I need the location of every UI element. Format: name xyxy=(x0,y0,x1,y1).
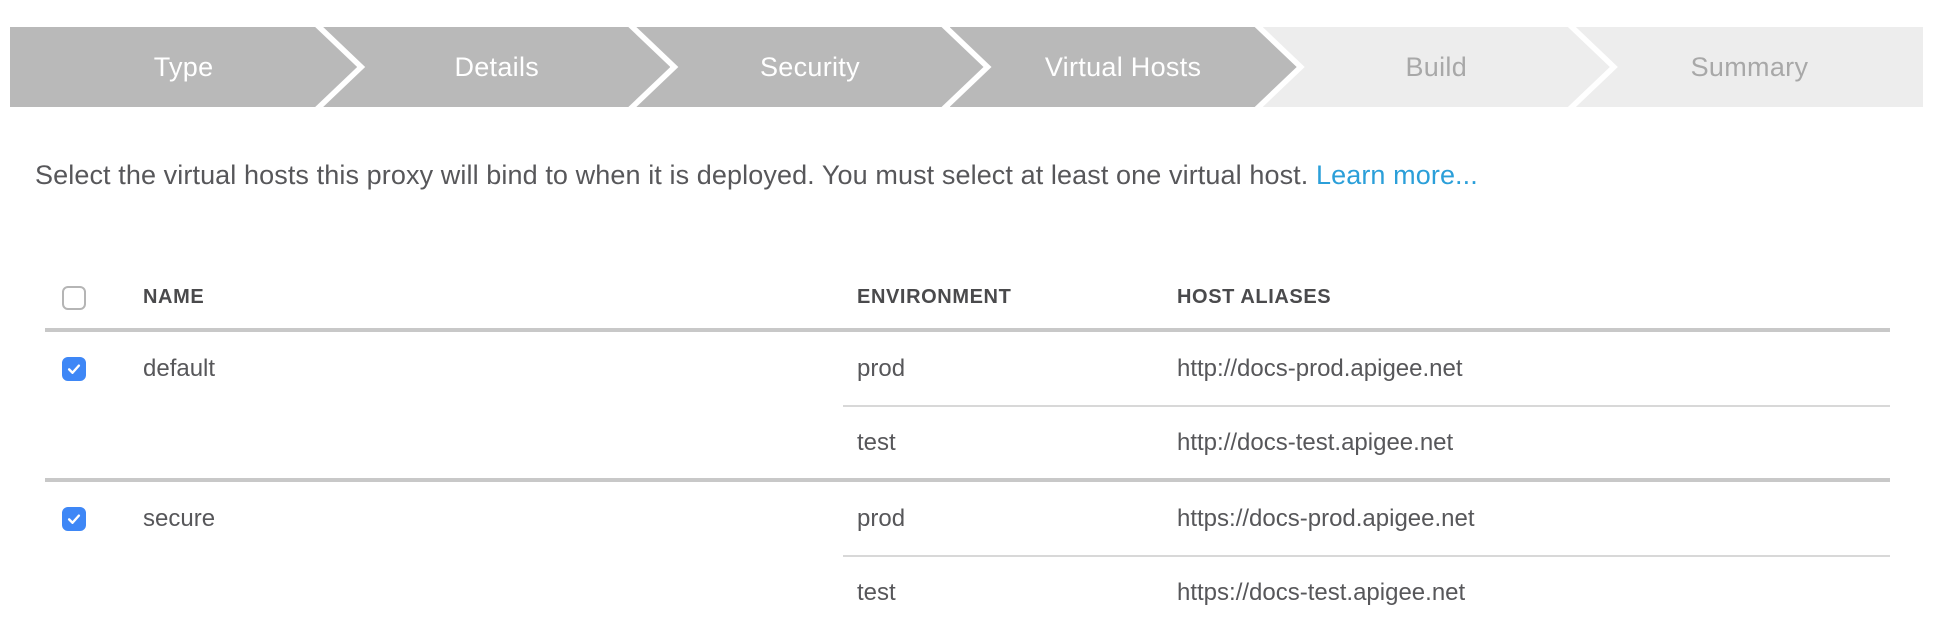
header-host-aliases-column: HOST ALIASES xyxy=(1163,286,1890,309)
environment-cell: test xyxy=(857,428,896,456)
wizard-step-label: Type xyxy=(153,51,214,82)
select-all-checkbox[interactable] xyxy=(62,285,86,310)
virtual-host-row-secure: secure prod https://docs-prod.apigee.net… xyxy=(45,478,1890,628)
column-header-name: NAME xyxy=(143,286,205,308)
table-body: default prod http://docs-prod.apigee.net… xyxy=(45,332,1890,628)
instruction-text: Select the virtual hosts this proxy will… xyxy=(35,160,1478,191)
virtual-host-checkbox[interactable] xyxy=(62,506,86,531)
wizard-step-details[interactable]: Details xyxy=(323,27,670,107)
virtual-host-name-cell: default xyxy=(45,332,843,405)
wizard-stepper: Type Details Security Virtual Hosts Buil… xyxy=(10,27,1924,107)
wizard-step-label: Details xyxy=(454,51,540,82)
virtual-host-bindings: prod https://docs-prod.apigee.net test h… xyxy=(843,482,1890,628)
wizard-step-type[interactable]: Type xyxy=(10,27,357,107)
column-header-host-aliases: HOST ALIASES xyxy=(1177,286,1332,308)
instruction-text-body: Select the virtual hosts this proxy will… xyxy=(35,160,1316,190)
wizard-step-security[interactable]: Security xyxy=(636,27,983,107)
wizard-step-build[interactable]: Build xyxy=(1263,27,1610,107)
wizard-step-label: Virtual Hosts xyxy=(1044,51,1202,82)
checkmark-icon xyxy=(67,363,81,374)
virtual-host-row-default: default prod http://docs-prod.apigee.net… xyxy=(45,332,1890,478)
host-binding-row: prod http://docs-prod.apigee.net xyxy=(843,332,1890,405)
environment-cell: prod xyxy=(857,354,906,382)
environment-cell: prod xyxy=(857,504,906,532)
virtual-host-name-cell: secure xyxy=(45,482,843,555)
host-alias-cell: http://docs-test.apigee.net xyxy=(1177,428,1454,456)
virtual-host-bindings: prod http://docs-prod.apigee.net test ht… xyxy=(843,332,1890,478)
wizard-step-label: Summary xyxy=(1690,51,1809,82)
host-alias-cell: https://docs-test.apigee.net xyxy=(1177,578,1466,606)
wizard-step-label: Security xyxy=(759,51,860,82)
wizard-step-summary[interactable]: Summary xyxy=(1575,27,1924,107)
virtual-host-name: secure xyxy=(143,504,216,532)
learn-more-link[interactable]: Learn more... xyxy=(1315,160,1478,190)
table-header-row: NAME ENVIRONMENT HOST ALIASES xyxy=(45,267,1890,332)
host-alias-cell: http://docs-prod.apigee.net xyxy=(1177,354,1463,382)
virtual-host-checkbox[interactable] xyxy=(62,356,86,381)
host-binding-row: test http://docs-test.apigee.net xyxy=(843,405,1890,478)
virtual-host-name: default xyxy=(143,354,216,382)
checkmark-icon xyxy=(67,513,81,524)
wizard-step-label: Build xyxy=(1405,51,1468,82)
virtual-hosts-table: NAME ENVIRONMENT HOST ALIASES default pr… xyxy=(45,267,1890,628)
header-name-column: NAME xyxy=(45,285,843,310)
host-binding-row: prod https://docs-prod.apigee.net xyxy=(843,482,1890,555)
host-alias-cell: https://docs-prod.apigee.net xyxy=(1177,504,1475,532)
host-binding-row: test https://docs-test.apigee.net xyxy=(843,555,1890,628)
header-environment-column: ENVIRONMENT xyxy=(843,286,1163,309)
environment-cell: test xyxy=(857,578,896,606)
column-header-environment: ENVIRONMENT xyxy=(857,286,1012,308)
wizard-step-virtual-hosts[interactable]: Virtual Hosts xyxy=(950,27,1297,107)
